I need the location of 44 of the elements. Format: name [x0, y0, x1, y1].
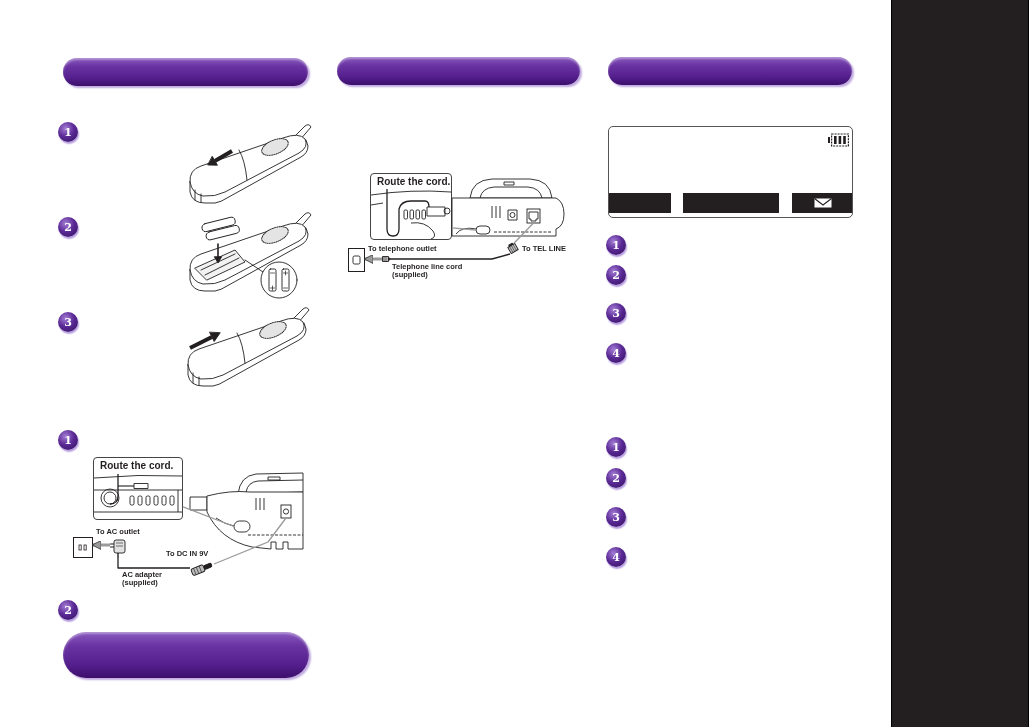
leader-line	[182, 506, 235, 528]
ac-adapter	[110, 537, 126, 558]
leader-line	[513, 222, 535, 244]
cord	[117, 557, 191, 569]
cord	[389, 253, 511, 260]
base-unit-drawing	[190, 470, 303, 550]
inset-title: Route the cord.	[377, 176, 451, 188]
step-number: 3	[58, 312, 78, 332]
step-number: 2	[606, 265, 626, 285]
step-number: 1	[606, 437, 626, 457]
inset-title: Route the cord.	[100, 460, 174, 472]
heading-bar	[608, 57, 852, 85]
step-number: 2	[606, 468, 626, 488]
heading-bar	[63, 632, 309, 678]
arrow	[363, 254, 382, 264]
step-number: 1	[58, 430, 78, 450]
phone-plug	[382, 255, 390, 263]
step-number: 4	[606, 547, 626, 567]
softkey-bar	[683, 193, 779, 213]
cord-hook	[475, 225, 491, 235]
step-number: 4	[606, 343, 626, 363]
step-number: 3	[606, 303, 626, 323]
step-number: 3	[606, 507, 626, 527]
softkey-bar	[609, 193, 671, 213]
softkey-bar	[792, 193, 852, 213]
phone-jack	[526, 208, 541, 224]
arrow	[91, 540, 110, 550]
phone-plug	[507, 243, 519, 254]
wall-outlet	[73, 537, 93, 558]
leader-line	[213, 517, 287, 565]
step-number: 2	[58, 600, 78, 620]
phone-wall-outlet	[348, 248, 365, 272]
step-number: 1	[58, 122, 78, 142]
dc-jack	[280, 504, 292, 519]
inset-box	[93, 457, 183, 520]
heading-bar	[337, 57, 580, 85]
lcd-display	[608, 126, 853, 218]
heading-bar	[63, 58, 308, 86]
leader-line	[451, 227, 477, 231]
step-number: 1	[606, 235, 626, 255]
side-panel	[891, 0, 1029, 727]
inset-box	[370, 173, 452, 240]
cord-hook	[233, 520, 251, 533]
step-number: 2	[58, 217, 78, 237]
